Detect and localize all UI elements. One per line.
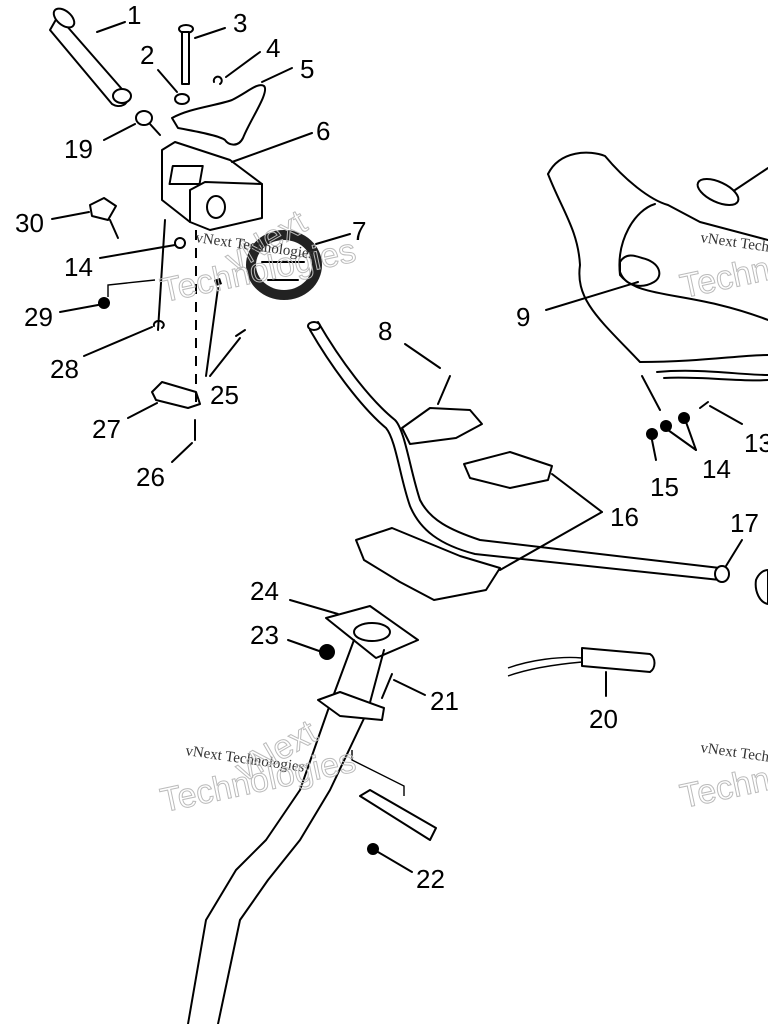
part-30-screw-clamp	[89, 197, 119, 239]
part-2-washer	[174, 93, 190, 105]
part-29-nut	[98, 297, 110, 309]
callout-23: 23	[250, 620, 279, 650]
part-5-lever	[171, 84, 267, 146]
part-15-nut	[646, 428, 658, 440]
callout-16: 16	[610, 502, 639, 532]
leader-lines	[51, 21, 743, 873]
callout-8: 8	[378, 316, 392, 346]
callout-28: 28	[50, 354, 79, 384]
callout-14-left: 14	[64, 252, 93, 282]
callout-13: 13	[744, 428, 768, 458]
callout-17: 17	[730, 508, 759, 538]
part-16-clamps	[355, 407, 553, 601]
callout-24: 24	[250, 576, 279, 606]
part-8-screw	[437, 375, 451, 405]
callout-14-right: 14	[702, 454, 731, 484]
callout-25: 25	[210, 380, 239, 410]
callout-3: 3	[233, 8, 247, 38]
callout-9: 9	[516, 302, 530, 332]
part-9-seat	[547, 151, 768, 382]
part-28-clip	[152, 319, 165, 329]
part-4-clip	[212, 75, 223, 85]
part-14-nut-a	[660, 420, 672, 432]
callout-7: 7	[352, 216, 366, 246]
part-22-nut	[367, 843, 379, 855]
callout-6: 6	[316, 116, 330, 146]
watermark: vNext Technologies vNext Technologies vN…	[157, 202, 768, 820]
part-22-pin	[359, 789, 437, 841]
part-14-nut-b	[678, 412, 690, 424]
part-1-grip	[49, 7, 132, 108]
callout-labels: 1 2 3 4 5 6 7 8 9 13 14 14 15 16 17 19 2…	[15, 0, 768, 894]
callout-2: 2	[140, 40, 154, 70]
part-13-screw	[699, 401, 709, 409]
part-25-screw-b	[235, 329, 246, 337]
callout-27: 27	[92, 414, 121, 444]
part-edge-right	[754, 569, 768, 605]
callout-1: 1	[127, 0, 141, 30]
part-17-handlebar	[307, 321, 730, 583]
callout-5: 5	[300, 54, 314, 84]
callout-19: 19	[64, 134, 93, 164]
callout-4: 4	[266, 33, 280, 63]
part-25-screw-a	[214, 278, 222, 286]
part-7-ring	[246, 230, 322, 300]
part-14-washer	[174, 237, 186, 249]
part-20-grip	[507, 647, 656, 677]
callout-29: 29	[24, 302, 53, 332]
part-6-throttle-housing	[161, 141, 263, 231]
callout-21: 21	[430, 686, 459, 716]
callout-22: 22	[416, 864, 445, 894]
callout-20: 20	[589, 704, 618, 734]
part-27-plate	[151, 381, 201, 409]
callout-30: 30	[15, 208, 44, 238]
part-19-plug	[135, 110, 161, 136]
part-24-steering-post	[187, 605, 419, 1024]
part-3-pin	[178, 24, 194, 85]
part-21-screw	[381, 673, 393, 699]
part-23-nut	[319, 644, 335, 660]
callout-26: 26	[136, 462, 165, 492]
callout-15: 15	[650, 472, 679, 502]
